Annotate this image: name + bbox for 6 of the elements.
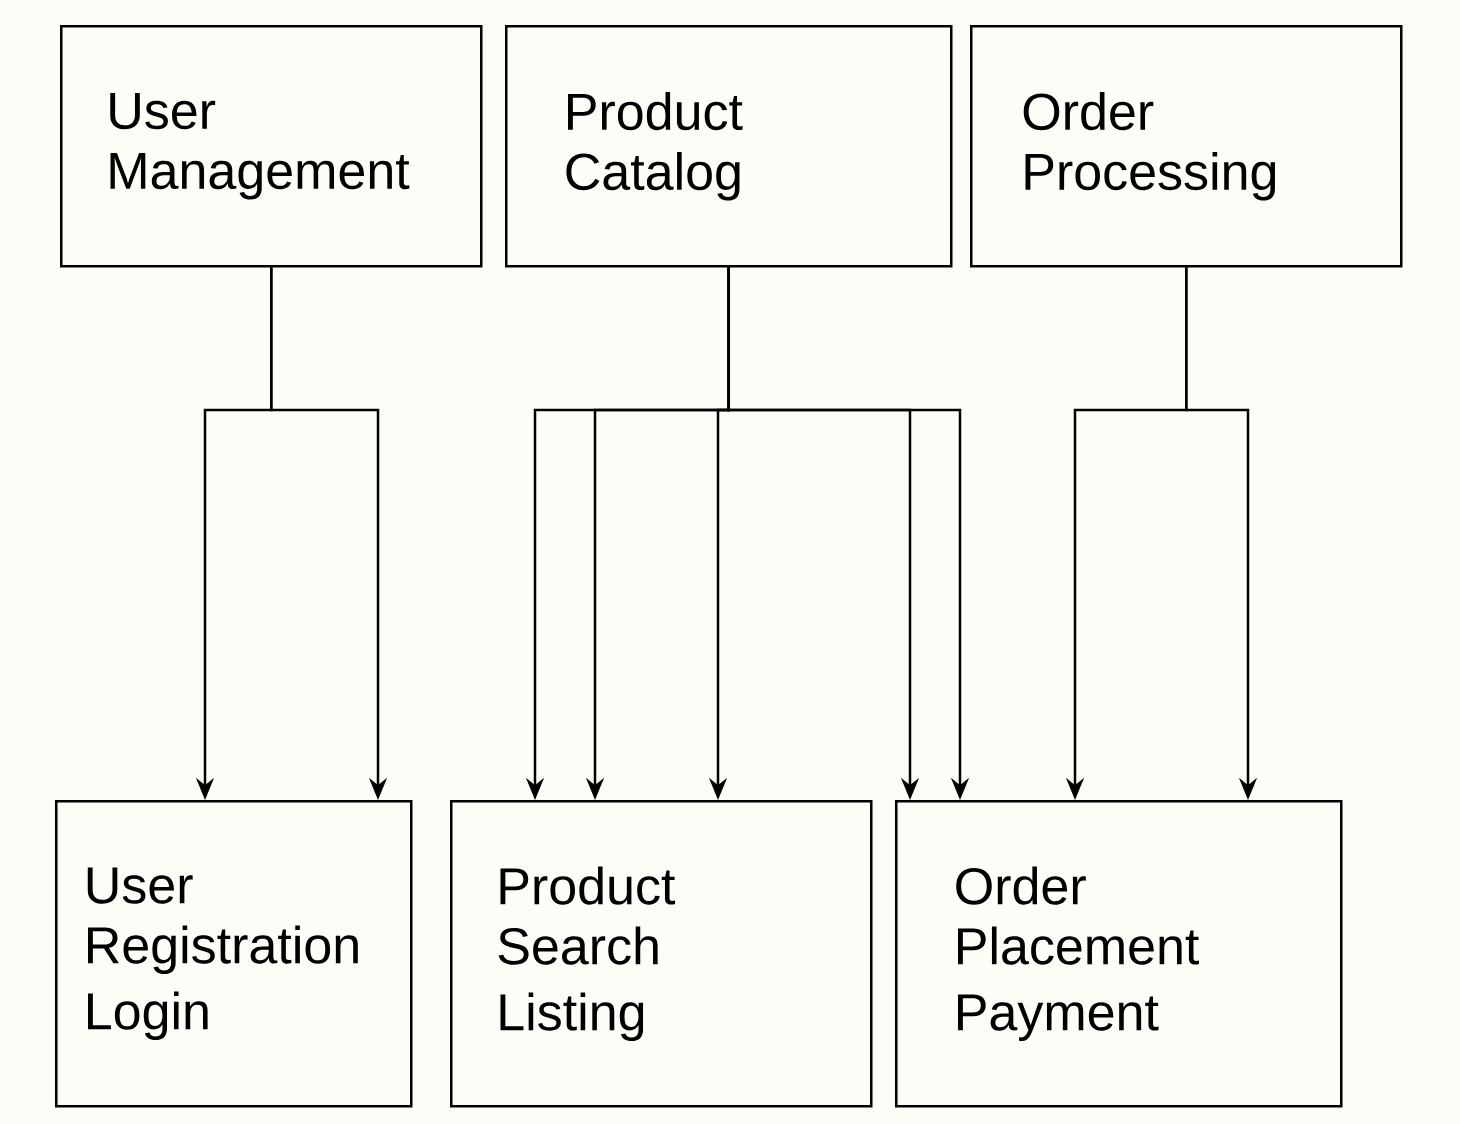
module-box: Product Search Listing <box>450 800 873 1108</box>
module-box: Product Catalog <box>505 25 953 268</box>
module-box: Order Placement Payment <box>895 800 1343 1108</box>
module-box: Order Processing <box>970 25 1403 268</box>
module-box: User Registration Login <box>55 800 413 1108</box>
module-box: User Management <box>60 25 483 268</box>
